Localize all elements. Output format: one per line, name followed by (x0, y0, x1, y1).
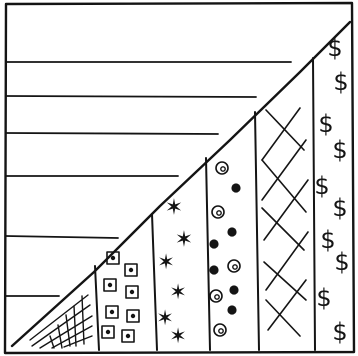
strip-4-spirals-and-dots (209, 162, 240, 336)
upper-left-stripes (6, 62, 291, 296)
crosshatch-line (266, 110, 304, 150)
square-dot (110, 310, 114, 314)
dollar-sign-mark: $ (316, 284, 331, 312)
square-dot (131, 314, 135, 318)
strip-6-dollar-signs: $$$$$$$$$$ (314, 34, 349, 346)
square-dot (130, 290, 134, 294)
star-mark: ✶ (169, 324, 187, 348)
dot-mark (227, 227, 236, 236)
dot-mark (229, 285, 238, 294)
strip-2-squares-with-dots (102, 252, 139, 342)
square-dot-mark (104, 279, 116, 291)
spiral-outer (228, 260, 240, 272)
dot-mark (209, 239, 218, 248)
strip-5-diagonal-crosshatch (262, 108, 308, 336)
square-dot (129, 268, 133, 272)
dollar-sign-mark: $ (334, 248, 349, 276)
spiral-outer (210, 290, 222, 302)
square-dot (108, 283, 112, 287)
strip-divider (95, 266, 99, 350)
square-dot-mark (127, 310, 139, 322)
strip-divider (206, 158, 210, 350)
dollar-sign-mark: $ (318, 110, 333, 138)
dollar-sign-mark: $ (333, 68, 348, 96)
spiral-inner (233, 265, 237, 269)
crosshatch-line (266, 232, 308, 290)
dollar-sign-mark: $ (332, 194, 347, 222)
dollar-sign-mark: $ (332, 318, 347, 346)
square-dot-mark (102, 326, 114, 338)
hatch-line (82, 296, 84, 344)
square-dot (111, 256, 115, 260)
spiral-outer (216, 162, 228, 174)
spiral-mark (210, 290, 222, 302)
dot-mark (231, 183, 240, 192)
star-mark: ✶ (175, 228, 193, 253)
spiral-inner (221, 167, 225, 171)
crosshatch-line (266, 300, 300, 336)
spiral-inner (215, 295, 219, 299)
strip-divider (313, 58, 315, 350)
star-mark: ✶ (169, 280, 187, 304)
square-dot-mark (125, 264, 137, 276)
spiral-inner (217, 211, 221, 215)
spiral-mark (212, 206, 224, 218)
strip-3-stars: ✶✶✶✶✶✶ (156, 196, 193, 349)
dollar-sign-mark: $ (332, 136, 347, 164)
hatch-line (74, 306, 76, 346)
stripe-line (6, 96, 256, 97)
spiral-outer (212, 206, 224, 218)
crosshatch-line (262, 160, 306, 212)
crosshatch-line (262, 108, 300, 160)
strip-dividers (95, 58, 315, 350)
spiral-mark (214, 324, 226, 336)
spiral-mark (216, 162, 228, 174)
hatch-line (64, 336, 92, 347)
square-dot-mark (122, 330, 134, 342)
spiral-mark (228, 260, 240, 272)
crosshatch-line (264, 262, 306, 300)
dot-mark (209, 265, 218, 274)
strip-divider (255, 112, 259, 350)
square-dot-mark (126, 286, 138, 298)
stripe-line (6, 133, 218, 134)
spiral-inner (219, 329, 223, 333)
dollar-sign-mark: $ (327, 34, 342, 62)
square-dot (126, 334, 130, 338)
dot-mark (227, 305, 236, 314)
dollar-sign-mark: $ (314, 172, 329, 200)
square-dot-mark (106, 306, 118, 318)
star-mark: ✶ (165, 196, 183, 221)
stripe-line (6, 236, 118, 238)
square-dot (106, 330, 110, 334)
spiral-outer (214, 324, 226, 336)
dollar-sign-mark: $ (320, 226, 335, 254)
star-mark: ✶ (157, 250, 175, 274)
